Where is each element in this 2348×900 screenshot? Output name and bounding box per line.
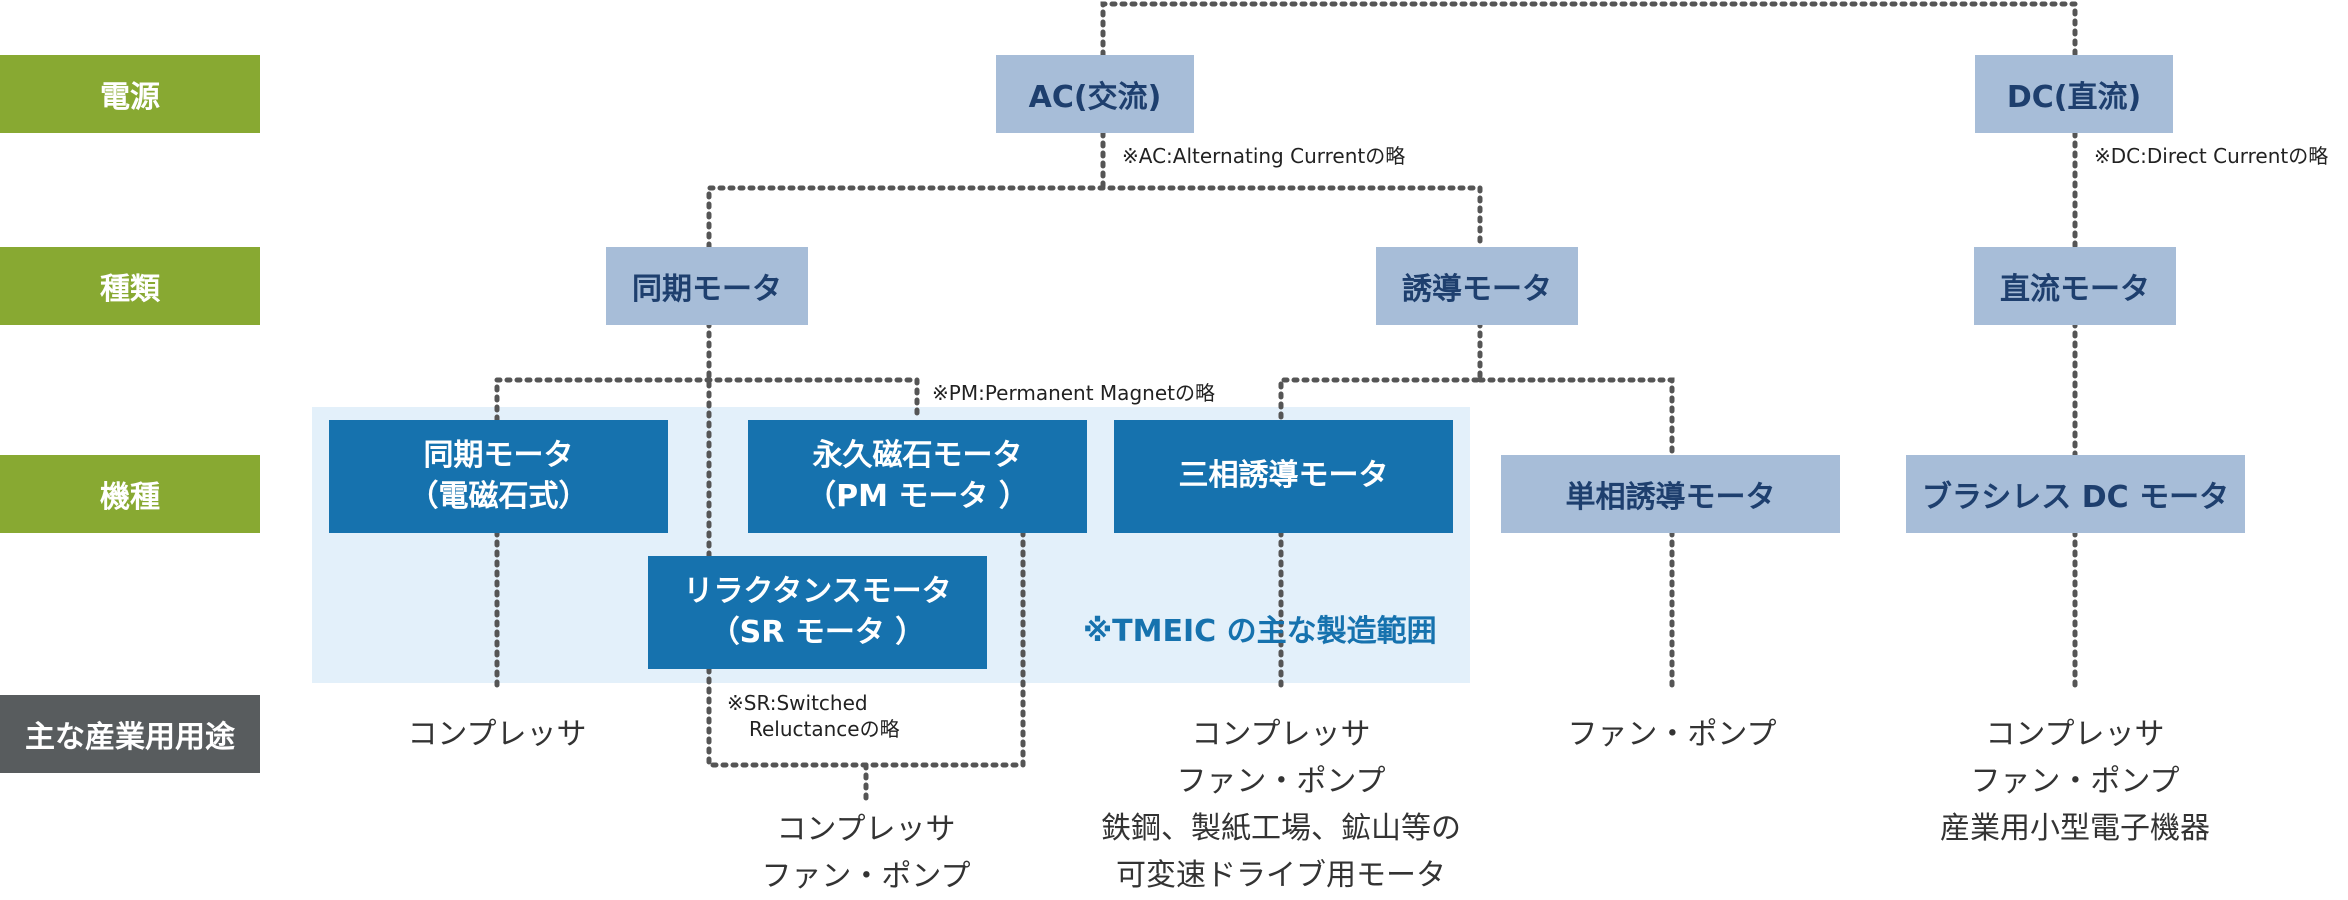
three-phase-induction-label: 三相誘導モータ [1178,458,1389,494]
single-phase-induction-box: 単相誘導モータ [1501,455,1840,533]
sync-motor-box: 同期モータ [606,247,808,325]
induction-motor-box: 誘導モータ [1376,247,1578,325]
sync-electromagnet-line2: （電磁石式） [408,478,589,514]
ac-box: AC(交流) [996,55,1194,133]
row-label-power: 電源 [0,55,260,133]
use-item: コンプレッサ [407,717,587,752]
sr-note: ※SR:Switched Reluctanceの略 [727,690,900,742]
pm-motor-line1: 永久磁石モータ [812,438,1023,473]
sr-motor-line1: リラクタンスモータ [683,574,952,609]
row-label-type: 種類 [0,247,260,325]
sr-motor-line2: （SR モータ ） [709,614,926,650]
ac-note: ※AC:Alternating Currentの略 [1122,144,1406,168]
use-item: 鉄鋼、製紙工場、鉱山等の [1101,811,1461,846]
pm-motor-line2: （PM モータ ） [806,478,1029,514]
uses-single-phase: ファン・ポンプ [1522,711,1822,758]
pm-note: ※PM:Permanent Magnetの略 [932,381,1215,405]
use-item: ファン・ポンプ [1567,717,1777,752]
dc-box: DC(直流) [1975,55,2173,133]
dc-note: ※DC:Direct Currentの略 [2094,144,2329,168]
pm-motor-box: 永久磁石モータ （PM モータ ） [748,420,1087,533]
uses-three-phase: コンプレッサ ファン・ポンプ 鉄鋼、製紙工場、鉱山等の 可変速ドライブ用モータ [1056,711,1506,899]
three-phase-induction-box: 三相誘導モータ [1114,420,1453,533]
use-item: 産業用小型電子機器 [1940,811,2210,846]
sr-note-line2: Reluctanceの略 [749,717,900,741]
use-item: ファン・ポンプ [1970,764,2180,799]
use-item: コンプレッサ [776,812,956,847]
tmeic-scope-label: ※TMEIC の主な製造範囲 [1083,614,1437,649]
uses-pm-sr: コンプレッサ ファン・ポンプ [716,806,1016,900]
uses-brushless: コンプレッサ ファン・ポンプ 産業用小型電子機器 [1900,711,2250,852]
sync-electromagnet-box: 同期モータ （電磁石式） [329,420,668,533]
sr-motor-box: リラクタンスモータ （SR モータ ） [648,556,987,669]
use-item: ファン・ポンプ [1176,764,1386,799]
use-item: コンプレッサ [1985,717,2165,752]
sync-electromagnet-line1: 同期モータ [423,438,574,473]
row-label-model: 機種 [0,455,260,533]
use-item: 可変速ドライブ用モータ [1116,858,1446,893]
brushless-dc-box: ブラシレス DC モータ [1906,455,2245,533]
use-item: ファン・ポンプ [761,859,971,894]
use-item: コンプレッサ [1191,717,1371,752]
uses-sync-em: コンプレッサ [347,711,647,758]
sr-note-line1: ※SR:Switched [727,691,868,715]
row-label-uses: 主な産業用用途 [0,695,260,773]
dc-motor-box: 直流モータ [1974,247,2176,325]
